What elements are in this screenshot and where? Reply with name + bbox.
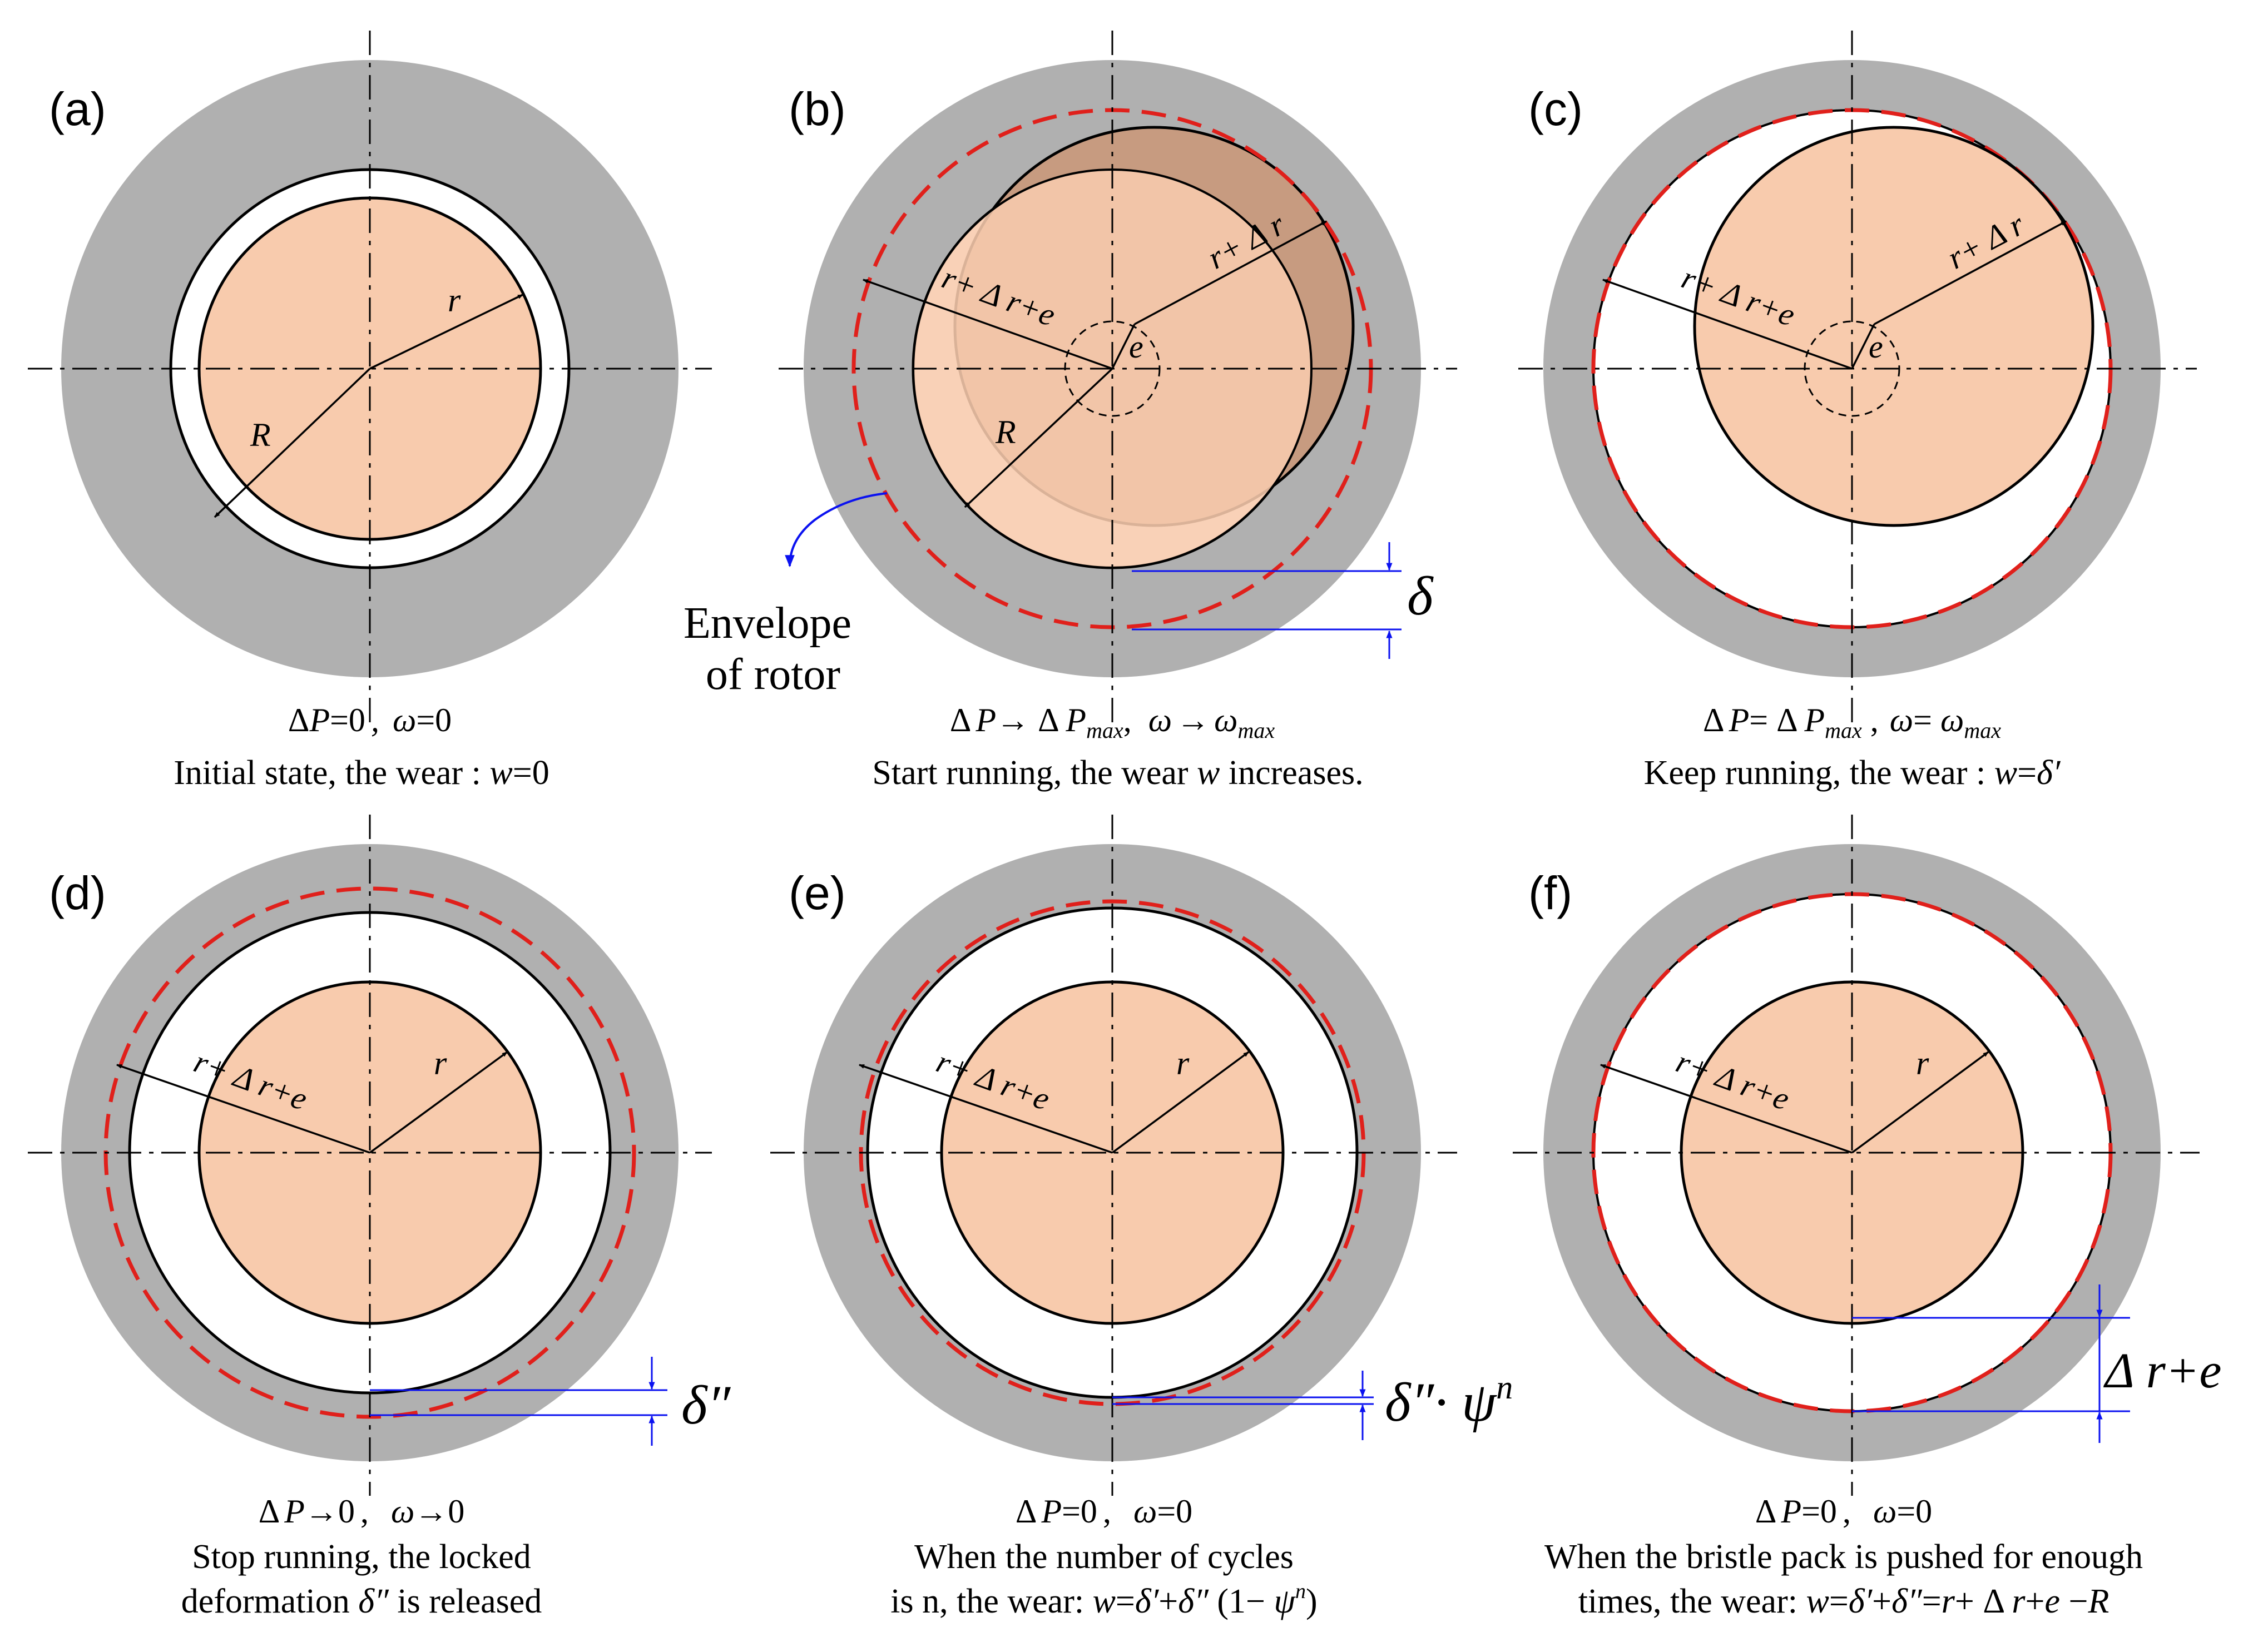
e-label: e — [1129, 329, 1143, 365]
envelope-callout-arrow — [785, 492, 888, 568]
r-dr-e-dimension-arrow — [863, 279, 1113, 370]
R-label: R — [995, 414, 1016, 450]
r-dr-e-dimension-arrow — [1600, 1064, 1853, 1154]
caption-line-1: When the bristle pack is pushed for enou… — [1544, 1538, 2143, 1576]
R-label: R — [250, 416, 271, 453]
r-label: r — [1176, 1045, 1190, 1082]
e-link-line — [1111, 324, 1136, 369]
delta-label: δ — [1407, 565, 1434, 627]
delta-label: δ″ — [681, 1374, 731, 1436]
caption-line-2: deformation δ″ is released — [181, 1583, 542, 1620]
panel-b: r+ Δ r r+ Δ r+e e R δ Envelope of rotor … — [684, 31, 1457, 792]
r-label: r — [434, 1045, 447, 1082]
caption-line-1: Initial state, the wear : w=0 — [174, 754, 549, 792]
R-dimension-arrow — [964, 368, 1113, 508]
R-dimension-arrow — [214, 368, 371, 518]
panel-label: (e) — [789, 867, 846, 919]
panel-label: (f) — [1528, 867, 1572, 919]
r-dr-e-dimension-arrow — [116, 1064, 370, 1154]
condition-text: ΔP=0,ω=0 — [288, 702, 452, 738]
caption-line-2: is n, the wear: w=δ′+δ″ (1− ψn) — [890, 1580, 1317, 1620]
delta-label: Δ r+e — [2103, 1343, 2221, 1398]
r-dr-e-dimension-arrow — [859, 1064, 1113, 1154]
panel-label: (b) — [789, 83, 846, 135]
r-dr-e-dimension-arrow — [1602, 279, 1853, 370]
r-dimension-arrow — [1851, 1051, 1989, 1154]
r-dimension-arrow — [1111, 1051, 1250, 1154]
delta-label: δ″· ψn — [1385, 1369, 1513, 1433]
e-link-line — [1851, 324, 1875, 369]
r-label: r — [448, 282, 461, 319]
panel-label: (a) — [49, 83, 106, 135]
rotor — [1693, 126, 2094, 527]
r-label: r — [1916, 1045, 1929, 1082]
r-dr-dimension-arrow — [1134, 220, 1327, 325]
r-dimension-arrow — [369, 1051, 508, 1154]
panel-label: (c) — [1528, 83, 1583, 135]
caption-line-1: Start running, the wear w increases. — [872, 754, 1363, 792]
caption-line-1: Stop running, the locked — [192, 1538, 531, 1576]
panel-a: r R (a) ΔP=0,ω=0 Initial state, the wear… — [28, 31, 712, 792]
caption-line-1: When the number of cycles — [914, 1538, 1294, 1576]
e-label: e — [1869, 329, 1883, 365]
r-dimension-arrow — [369, 294, 523, 370]
envelope-annotation: Envelope of rotor — [684, 599, 863, 699]
caption-line-1: Keep running, the wear : w=δ′ — [1644, 754, 2061, 792]
r-dr-dimension-arrow — [1874, 220, 2067, 325]
panel-label: (d) — [49, 867, 106, 919]
caption-line-2: times, the wear: w=δ′+δ″=r+ Δ r+e −R — [1578, 1583, 2109, 1620]
